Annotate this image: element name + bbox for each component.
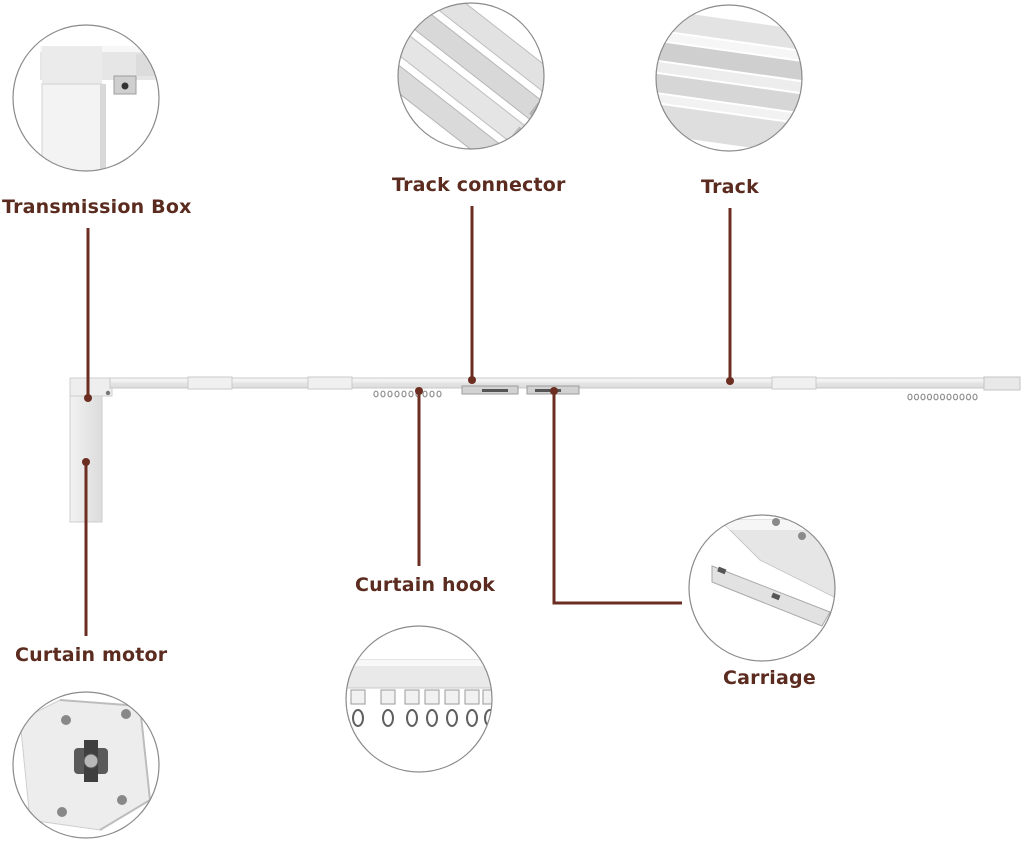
- curtain-hook-closeup-icon: [345, 625, 493, 773]
- curtain-hook-icon: [913, 393, 920, 401]
- track-segment-joint: [187, 376, 233, 390]
- curtain-hook-icon: [436, 390, 442, 398]
- curtain-hook-icon: [394, 390, 400, 398]
- curtain-hook-icon: [907, 393, 913, 401]
- track-end-cap: [983, 376, 1021, 391]
- curtain-hook-icon: [408, 390, 414, 398]
- leader-carriage: [552, 391, 682, 605]
- curtain-hook-icon: [920, 393, 926, 401]
- label-curtain-hook: Curtain hook: [355, 574, 496, 596]
- hook-roller: [350, 689, 366, 705]
- curtain-hook-icon: [406, 709, 418, 727]
- hook-roller: [482, 689, 492, 705]
- transmission-screw-icon: [105, 390, 111, 396]
- curtain-hook-icon: [373, 390, 379, 398]
- curtain-hook-icon: [926, 393, 933, 401]
- hook-roller: [380, 689, 396, 705]
- curtain-hook-icon: [387, 390, 393, 398]
- curtain-hook-icon: [422, 390, 428, 398]
- curtain-hook-icon: [401, 390, 407, 398]
- hook-roller: [464, 689, 480, 705]
- hook-roller: [444, 689, 460, 705]
- label-track-connector: Track connector: [392, 174, 566, 196]
- label-track: Track: [701, 176, 759, 198]
- track-connector-closeup-icon: [368, 0, 574, 179]
- label-curtain-motor: Curtain motor: [15, 644, 168, 666]
- curtain-hook-icon: [939, 393, 946, 401]
- carriage-closeup-icon: [688, 514, 836, 662]
- curtain-hook-icon: [426, 709, 438, 727]
- curtain-motor-closeup-icon: [12, 691, 160, 839]
- transmission-box-body: [69, 377, 113, 397]
- leader-dots: [82, 376, 734, 466]
- curtain-hook-icon: [429, 390, 435, 398]
- curtain-hook-icon: [352, 709, 364, 727]
- curtain-hook-icon: [952, 393, 959, 401]
- rail-hooks-left: [373, 390, 442, 398]
- label-carriage: Carriage: [723, 667, 816, 689]
- curtain-hook-icon: [380, 390, 386, 398]
- transmission-box-closeup-icon: [12, 24, 160, 172]
- curtain-hook-icon: [466, 709, 478, 727]
- track-segment-joint: [307, 376, 353, 390]
- curtain-hook-icon: [446, 709, 458, 727]
- leader-lines: [84, 206, 732, 636]
- label-transmission-box: Transmission Box: [2, 196, 192, 218]
- curtain-hook-icon: [959, 393, 965, 401]
- track-segment-joint: [771, 376, 817, 390]
- curtain-hook-icon: [965, 393, 972, 401]
- curtain-hook-icon: [946, 393, 952, 401]
- track-assembly: [69, 376, 1021, 523]
- rail-hooks-right: [907, 393, 978, 401]
- curtain-hook-icon: [972, 393, 978, 401]
- curtain-hook-icon: [382, 709, 394, 727]
- hook-roller: [424, 689, 440, 705]
- curtain-hook-icon: [933, 393, 939, 401]
- track-profile-closeup-icon: [646, 4, 812, 157]
- hook-roller: [404, 689, 420, 705]
